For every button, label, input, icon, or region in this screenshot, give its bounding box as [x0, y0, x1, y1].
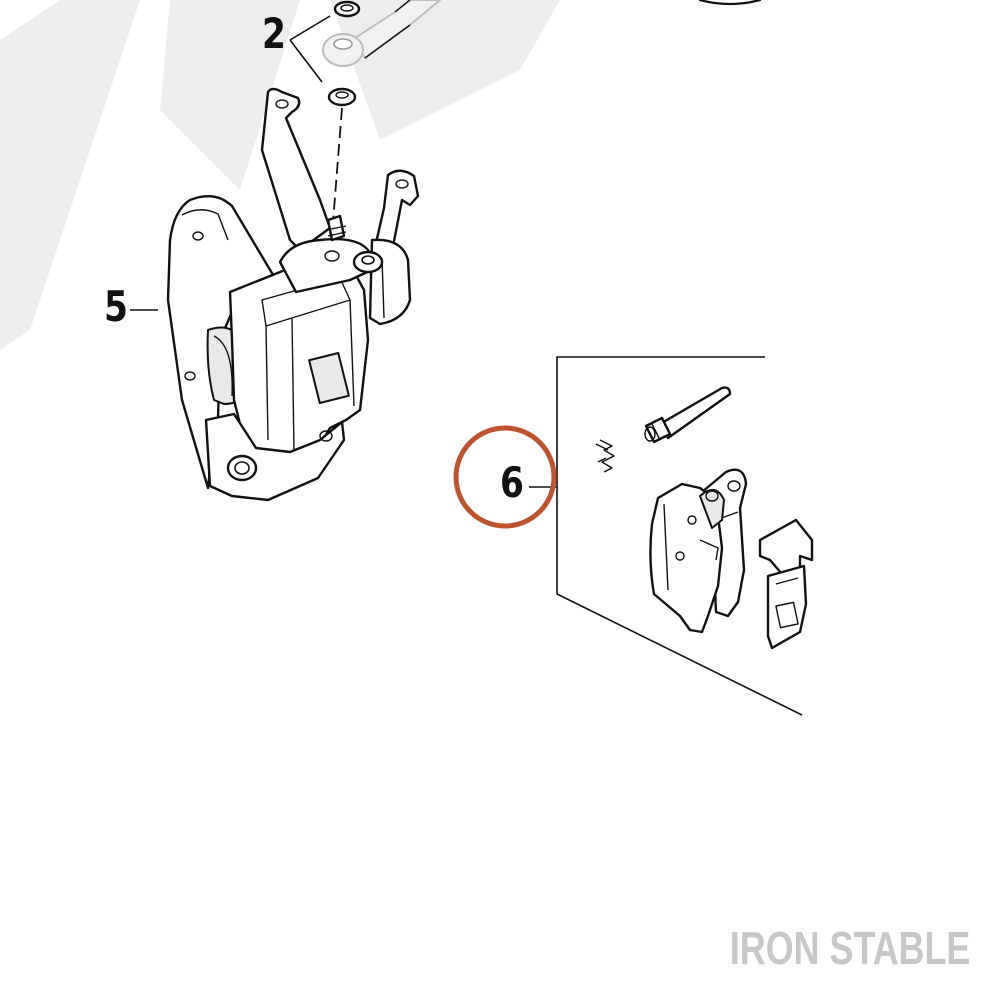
callout-number-5[interactable]: 5 — [104, 282, 128, 331]
callout-number-2[interactable]: 2 — [262, 9, 286, 58]
retaining-clip — [595, 439, 615, 473]
kit-bracket — [556, 356, 803, 716]
brake-pad-kit-group — [529, 356, 814, 716]
caliper-assembly — [166, 87, 420, 502]
banjo-fitting-assembly — [322, 0, 442, 223]
brand-watermark: IRON STABLE — [729, 922, 970, 974]
brake-pad-front — [649, 482, 725, 634]
cropped-part-edge — [698, 0, 762, 6]
guide-pin — [644, 386, 732, 444]
leader-line-2-lower — [289, 39, 323, 83]
leader-line-2-upper — [289, 15, 331, 41]
callout-number-6[interactable]: 6 — [500, 458, 524, 507]
highlight-ring — [453, 425, 557, 529]
anti-rattle-spring — [758, 518, 814, 650]
